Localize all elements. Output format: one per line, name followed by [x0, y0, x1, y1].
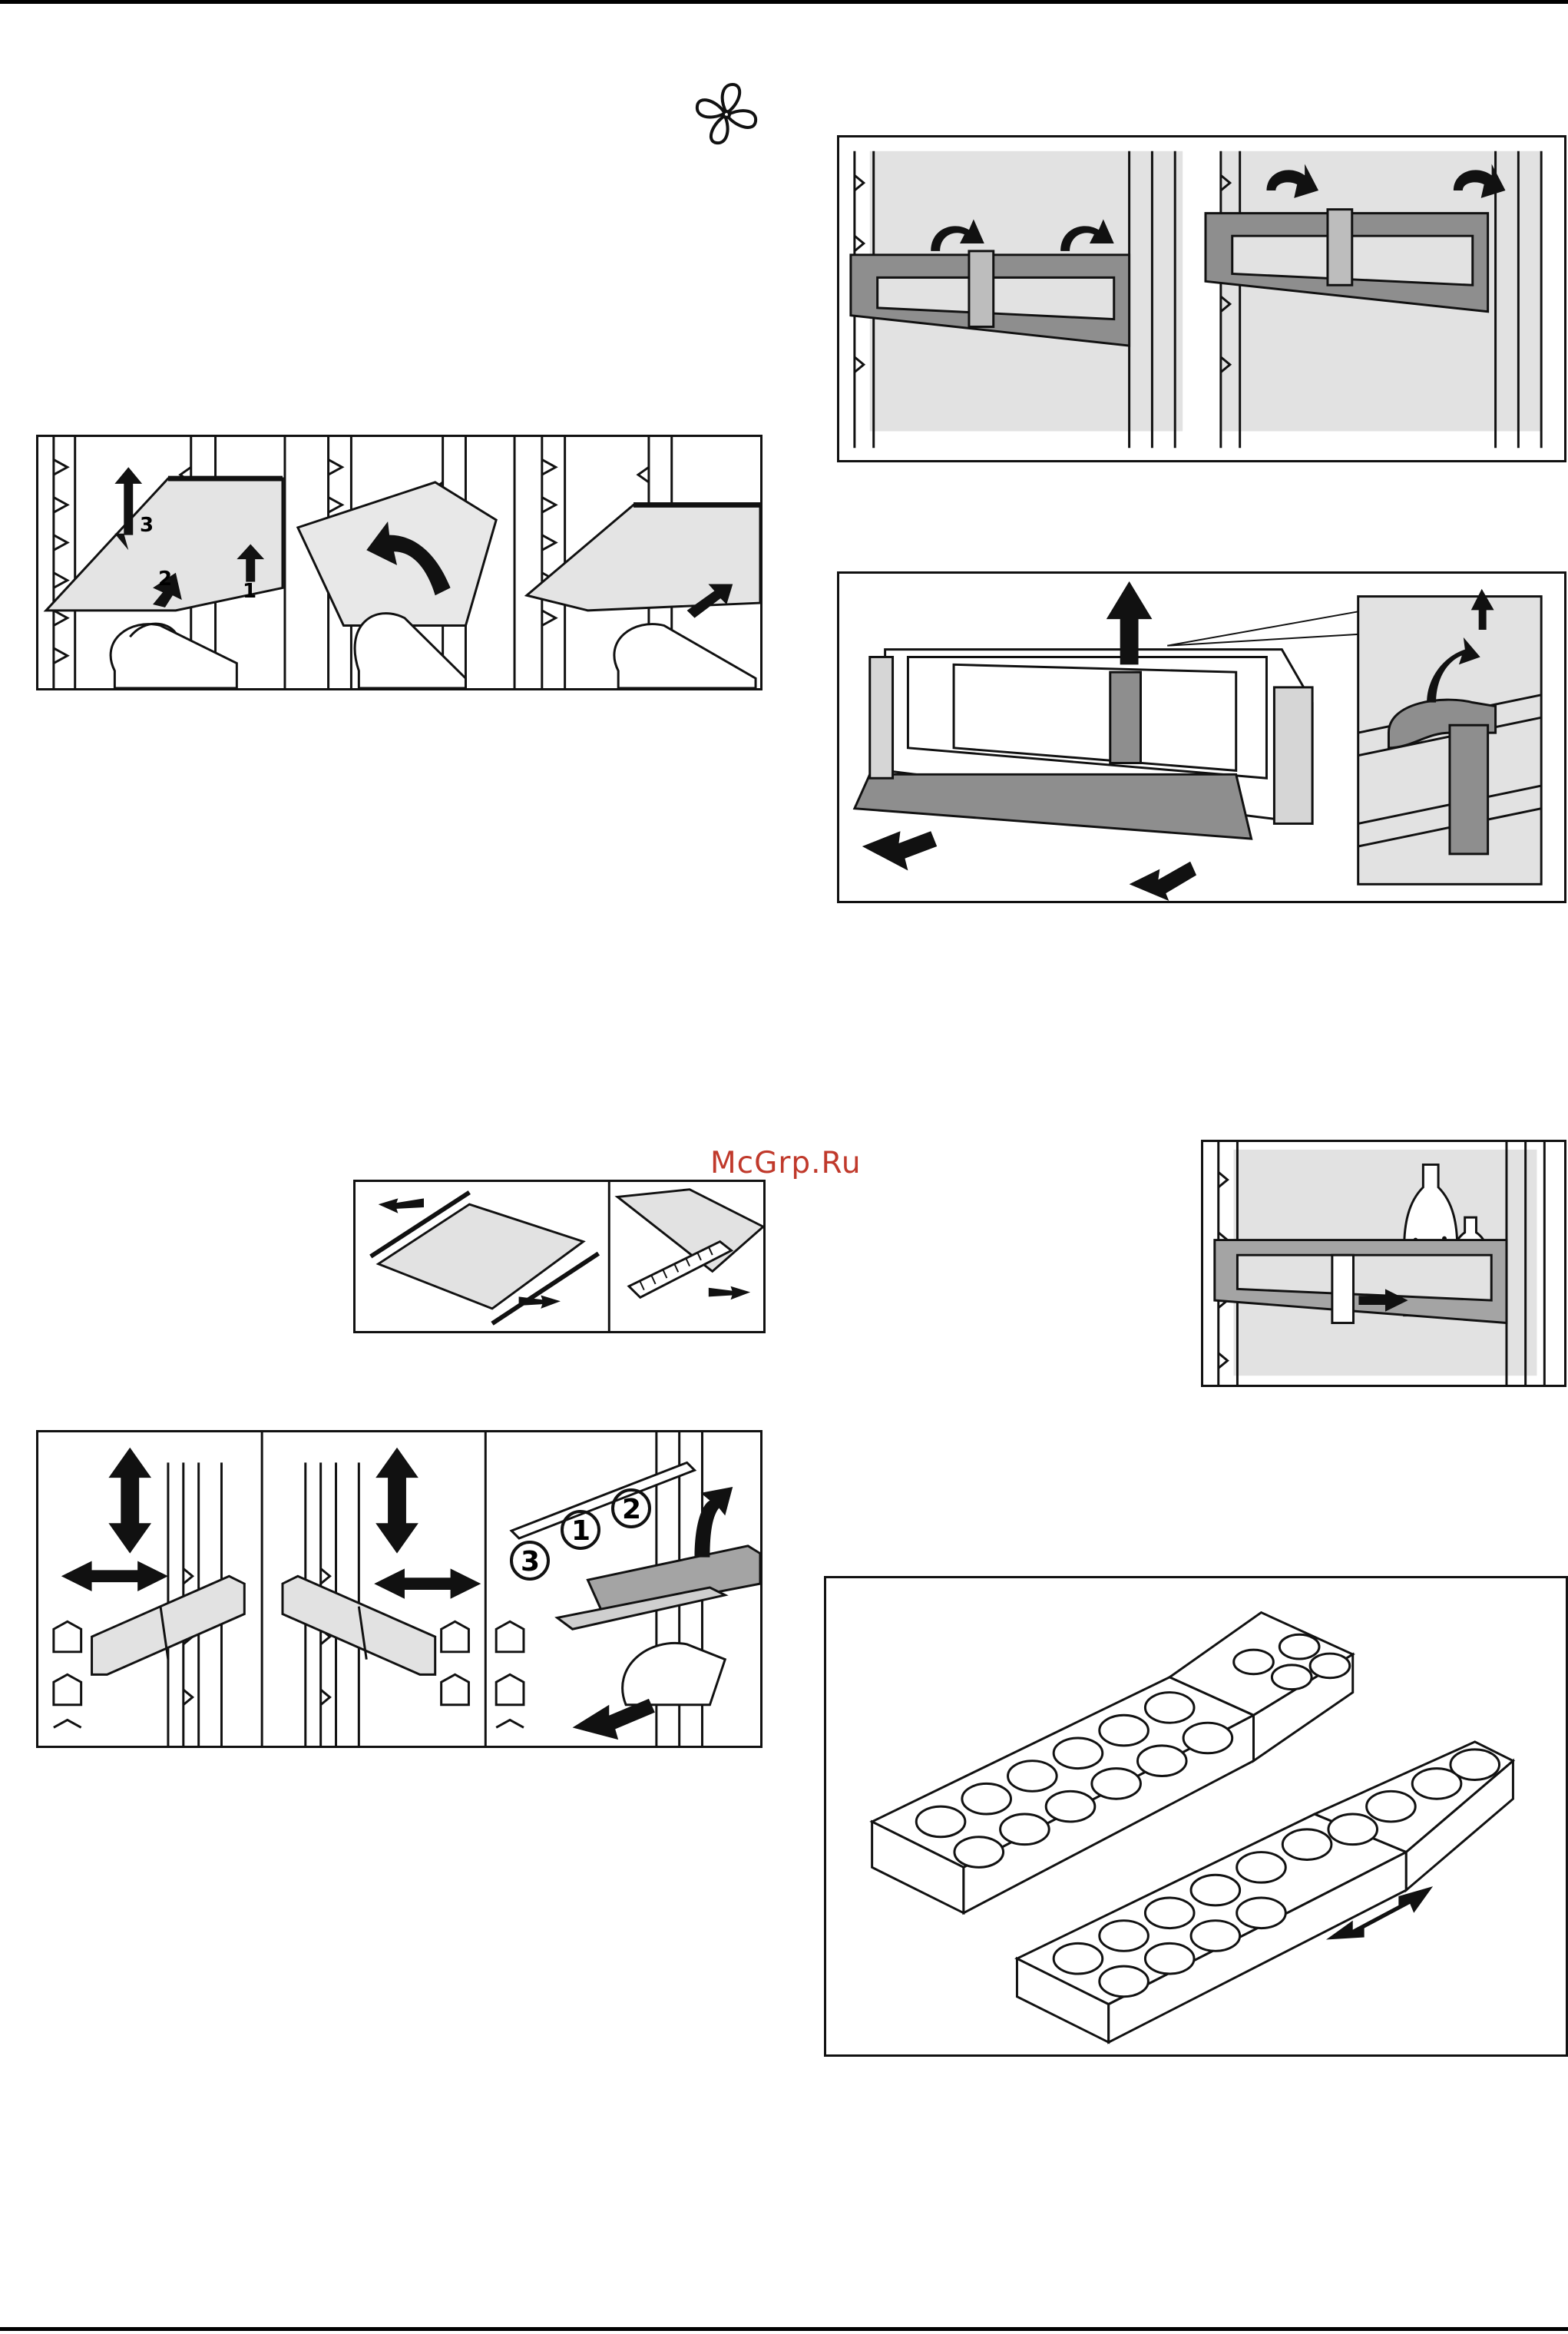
door-rack-disassembly-figure — [837, 571, 1566, 903]
fan-icon — [687, 78, 766, 151]
egg-tray-figure — [824, 1576, 1568, 2057]
glass-plate-figure — [353, 1180, 766, 1333]
watermark-text: McGrp.Ru — [710, 1146, 862, 1180]
part-1-label: 1 — [571, 1515, 590, 1547]
shelf-removal-figure: 3 2 1 — [36, 435, 762, 690]
bottle-holder-figure — [1201, 1140, 1566, 1387]
door-rack-attach-figure — [837, 135, 1566, 462]
part-2-label: 2 — [622, 1494, 641, 1525]
shelf-support-figure: 1 2 3 — [36, 1430, 762, 1748]
step-3-label: 3 — [140, 514, 154, 537]
bottom-rule — [0, 2327, 1568, 2331]
top-rule — [0, 0, 1568, 4]
step-2-label: 2 — [158, 568, 172, 591]
part-3-label: 3 — [521, 1546, 540, 1578]
step-1-label: 1 — [243, 580, 256, 603]
